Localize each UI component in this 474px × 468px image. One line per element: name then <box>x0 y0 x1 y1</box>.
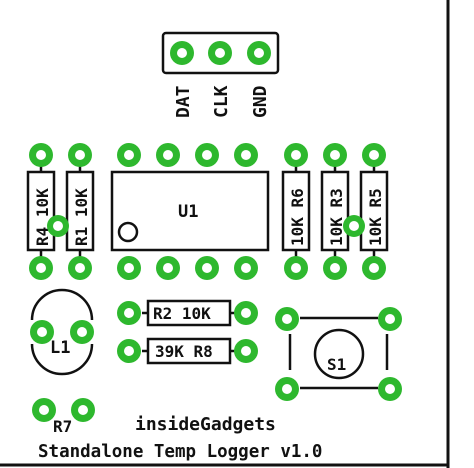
s1-button-outline <box>313 328 365 380</box>
l1-pad-right <box>70 320 94 344</box>
l1-pad-left <box>30 320 54 344</box>
resistor-r5: 10K R5 <box>359 143 389 280</box>
header-pad-clk <box>208 41 232 65</box>
resistor-r7: R7 <box>32 398 95 436</box>
r2-pad-left <box>117 301 141 325</box>
r5-label: 10K R5 <box>366 188 385 246</box>
header-pad-gnd <box>247 41 271 65</box>
r4-label: R4 10K <box>33 188 52 246</box>
u1-pad <box>117 143 141 167</box>
r1-pad-top <box>68 143 92 167</box>
r7-pad-left <box>32 398 56 422</box>
resistor-r1: R1 10K <box>65 143 95 280</box>
via-right <box>343 215 365 237</box>
resistor-r8: 39K R8 <box>117 337 258 365</box>
s1-pad <box>378 377 402 401</box>
pin-label-gnd: GND <box>250 85 271 118</box>
r2-label: R2 10K <box>153 304 211 323</box>
u1-pad <box>195 143 219 167</box>
switch-s1: S1 <box>275 307 402 401</box>
r3-pad-top <box>323 143 347 167</box>
r2-pad-right <box>234 301 258 325</box>
pin-label-clk: CLK <box>211 85 232 118</box>
s1-label: S1 <box>327 355 346 374</box>
r8-pad-left <box>117 339 141 363</box>
r6-pad-bottom <box>284 256 308 280</box>
r3-label: 10K R3 <box>327 188 346 246</box>
u1-pad <box>195 256 219 280</box>
r5-pad-top <box>362 143 386 167</box>
pin-label-dat: DAT <box>173 85 194 118</box>
u1-pad <box>234 256 258 280</box>
u1-pad <box>156 143 180 167</box>
inductor-l1: L1 <box>30 288 94 376</box>
r8-label: 39K R8 <box>155 342 213 361</box>
u1-label: U1 <box>178 202 198 222</box>
r1-label: R1 10K <box>72 188 91 246</box>
s1-pad <box>378 307 402 331</box>
resistor-r2: R2 10K <box>117 299 258 327</box>
via-left <box>47 215 69 237</box>
ic-u1: U1 <box>110 143 270 280</box>
header-pad-dat <box>170 41 194 65</box>
s1-pad <box>275 307 299 331</box>
u1-pad <box>234 143 258 167</box>
resistor-r6: 10K R6 <box>281 143 311 280</box>
s1-pad <box>275 377 299 401</box>
r4-pad-bottom <box>29 256 53 280</box>
board-title: Standalone Temp Logger v1.0 <box>38 442 322 462</box>
r3-pad-bottom <box>323 256 347 280</box>
r6-label: 10K R6 <box>288 188 307 246</box>
r8-pad-right <box>234 339 258 363</box>
u1-pin1-marker <box>117 221 139 243</box>
u1-pad <box>156 256 180 280</box>
u1-pad <box>117 256 141 280</box>
resistor-r4: R4 10K <box>26 143 56 280</box>
r4-pad-top <box>29 143 53 167</box>
brand-label: insideGadgets <box>135 414 276 435</box>
l1-label: L1 <box>50 338 70 358</box>
resistor-r3: 10K R3 <box>320 143 350 280</box>
r7-pad-right <box>71 398 95 422</box>
r7-label: R7 <box>53 417 72 436</box>
r1-pad-bottom <box>68 256 92 280</box>
pin-header: DAT CLK GND <box>161 31 280 118</box>
r5-pad-bottom <box>362 256 386 280</box>
r6-pad-top <box>284 143 308 167</box>
